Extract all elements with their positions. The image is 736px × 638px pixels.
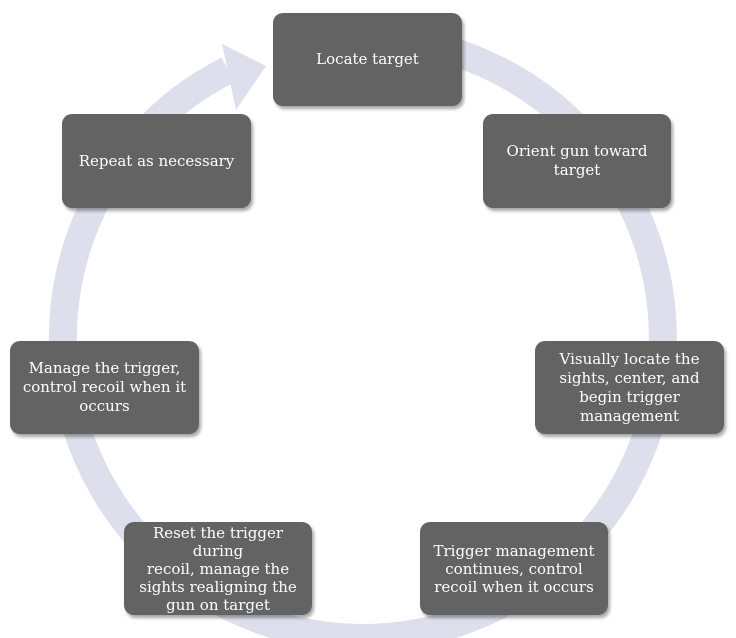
step-trigger-management: Trigger management continues, control re… bbox=[420, 522, 608, 615]
step-reset-trigger: Reset the trigger during recoil, manage … bbox=[124, 522, 312, 615]
step-label: Repeat as necessary bbox=[78, 151, 235, 170]
step-orient-gun: Orient gun toward target bbox=[483, 114, 671, 208]
step-repeat: Repeat as necessary bbox=[62, 114, 251, 208]
step-label: Trigger management continues, control re… bbox=[433, 541, 595, 596]
step-label: Locate target bbox=[316, 50, 419, 68]
cycle-arrowhead-icon bbox=[222, 44, 266, 110]
step-label: Orient gun toward target bbox=[506, 142, 648, 179]
step-label: Visually locate the sights, center, and … bbox=[559, 349, 700, 425]
step-label: Reset the trigger during recoil, manage … bbox=[139, 523, 297, 614]
step-locate-sights: Visually locate the sights, center, and … bbox=[535, 341, 724, 434]
step-label: Manage the trigger, control recoil when … bbox=[22, 359, 187, 415]
step-locate-target: Locate target bbox=[273, 13, 462, 106]
step-manage-trigger: Manage the trigger, control recoil when … bbox=[10, 341, 199, 434]
